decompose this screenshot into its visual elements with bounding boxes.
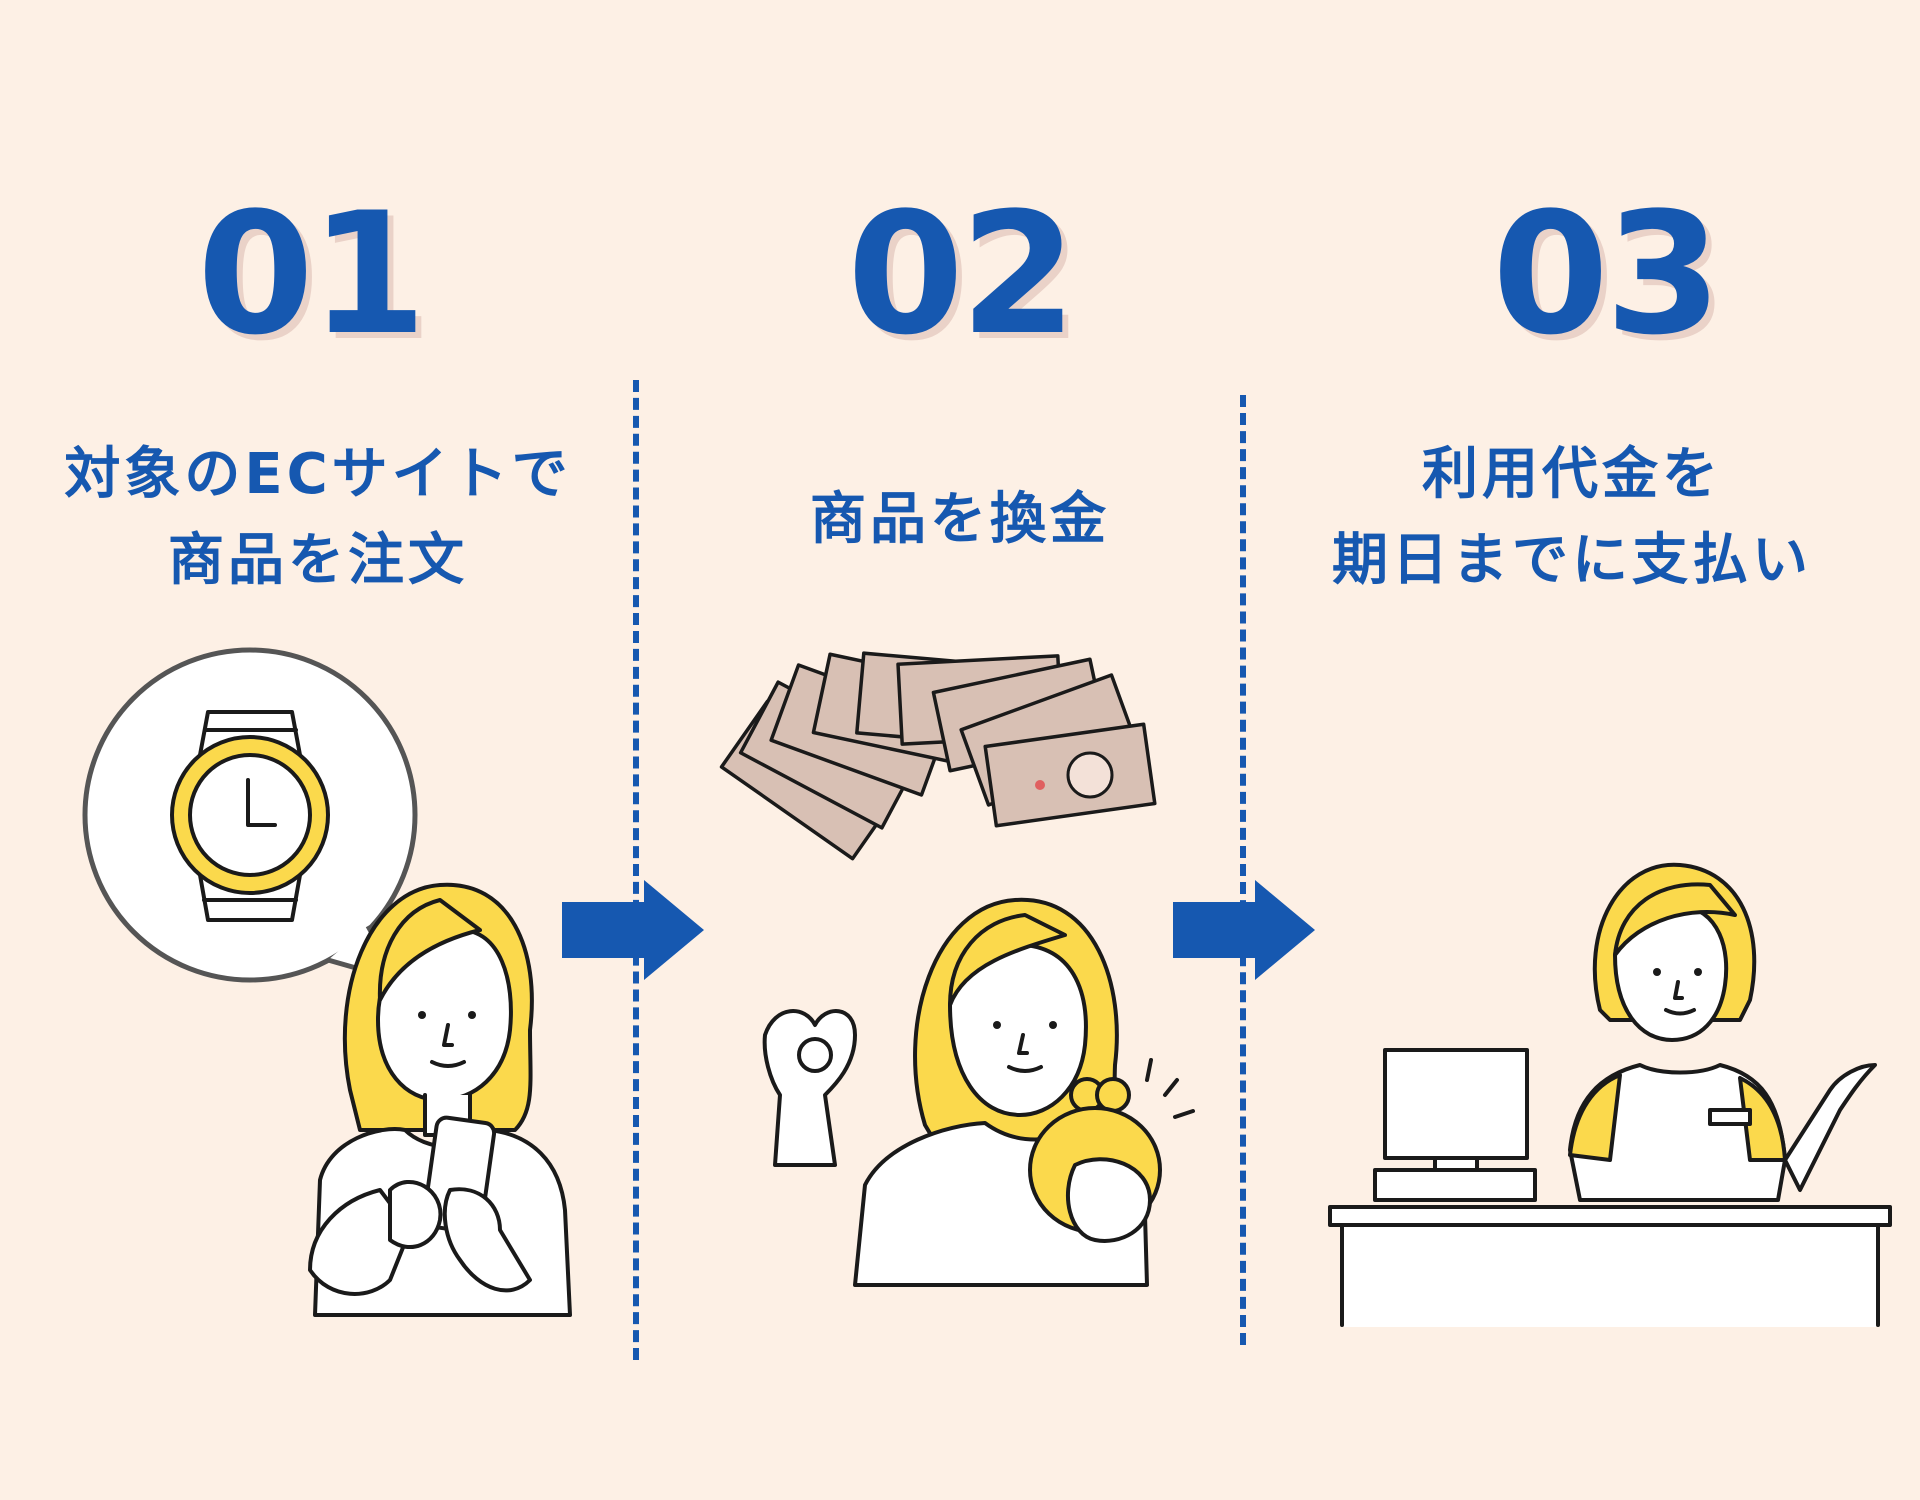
arrow-right-icon — [562, 880, 704, 980]
cash-register-icon — [1373, 1048, 1537, 1202]
step-title-02: 商品を換金 — [660, 477, 1260, 563]
step-number-01: 01 — [197, 176, 427, 372]
store-clerk — [1568, 862, 1877, 1202]
step-title-01-line1: 対象のECサイトで — [64, 442, 572, 507]
step-title-01: 対象のECサイトで 商品を注文 — [18, 432, 618, 604]
step-title-01-line2: 商品を注文 — [168, 528, 468, 593]
step-number-02: 02 — [847, 176, 1077, 372]
step-number-03: 03 — [1492, 176, 1722, 372]
woman-with-coin-purse — [762, 897, 1195, 1287]
step1-illustration — [82, 647, 572, 1317]
checkout-counter — [1328, 1205, 1892, 1327]
banknotes-icon — [719, 651, 1157, 861]
woman-ordering — [308, 882, 572, 1317]
step-title-03-line2: 期日までに支払い — [1332, 528, 1812, 593]
watch-icon — [170, 710, 330, 922]
arrow-right-icon — [1173, 880, 1315, 980]
divider-2 — [1240, 395, 1246, 1345]
step-title-02-line1: 商品を換金 — [810, 487, 1110, 552]
step-title-03: 利用代金を 期日までに支払い — [1272, 432, 1872, 604]
step-title-03-line1: 利用代金を — [1422, 442, 1722, 507]
divider-1 — [633, 380, 639, 1360]
